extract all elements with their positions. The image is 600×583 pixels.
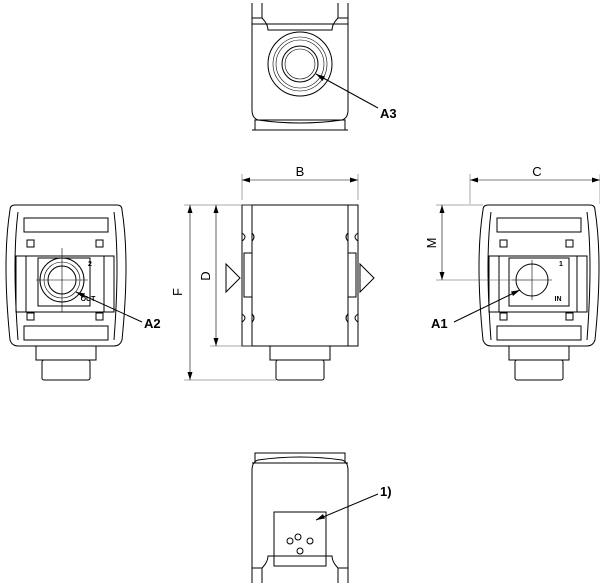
outlet-number-mark: 2	[88, 261, 92, 268]
dimension-c-label: C	[532, 164, 541, 179]
dimension-d: D	[198, 205, 252, 347]
bottom-view	[251, 452, 349, 583]
left-view: 2 OUT	[5, 204, 127, 381]
dimension-b-label: B	[296, 164, 305, 179]
label-note-1: 1)	[380, 484, 392, 499]
label-a3: A3	[380, 106, 397, 121]
mounting-plate	[273, 511, 327, 567]
dimension-m: M	[424, 204, 532, 281]
label-a2: A2	[144, 316, 161, 331]
callout-a1: A1	[431, 289, 521, 331]
flow-arrow-left-icon	[225, 262, 241, 294]
outlet-text-mark: OUT	[81, 296, 97, 303]
inlet-text-mark: IN	[555, 296, 562, 303]
dimension-d-label: D	[198, 271, 213, 280]
right-view: 1 IN	[478, 204, 600, 381]
callout-a3: A3	[315, 73, 397, 121]
port-a2-thread	[36, 248, 88, 312]
dimension-f: F	[170, 204, 276, 381]
front-view	[225, 204, 375, 381]
callout-note-1: 1)	[315, 484, 392, 521]
label-a1: A1	[431, 316, 448, 331]
flow-arrow-right-icon	[359, 262, 375, 294]
dimension-m-label: M	[424, 238, 439, 249]
dimension-b: B	[241, 164, 359, 200]
port-a3-thread	[267, 31, 333, 97]
top-view	[251, 3, 349, 131]
dimension-f-label: F	[170, 288, 185, 296]
inlet-number-mark: 1	[559, 261, 563, 268]
callout-a2: A2	[75, 291, 161, 331]
dimension-c: C	[469, 164, 600, 204]
